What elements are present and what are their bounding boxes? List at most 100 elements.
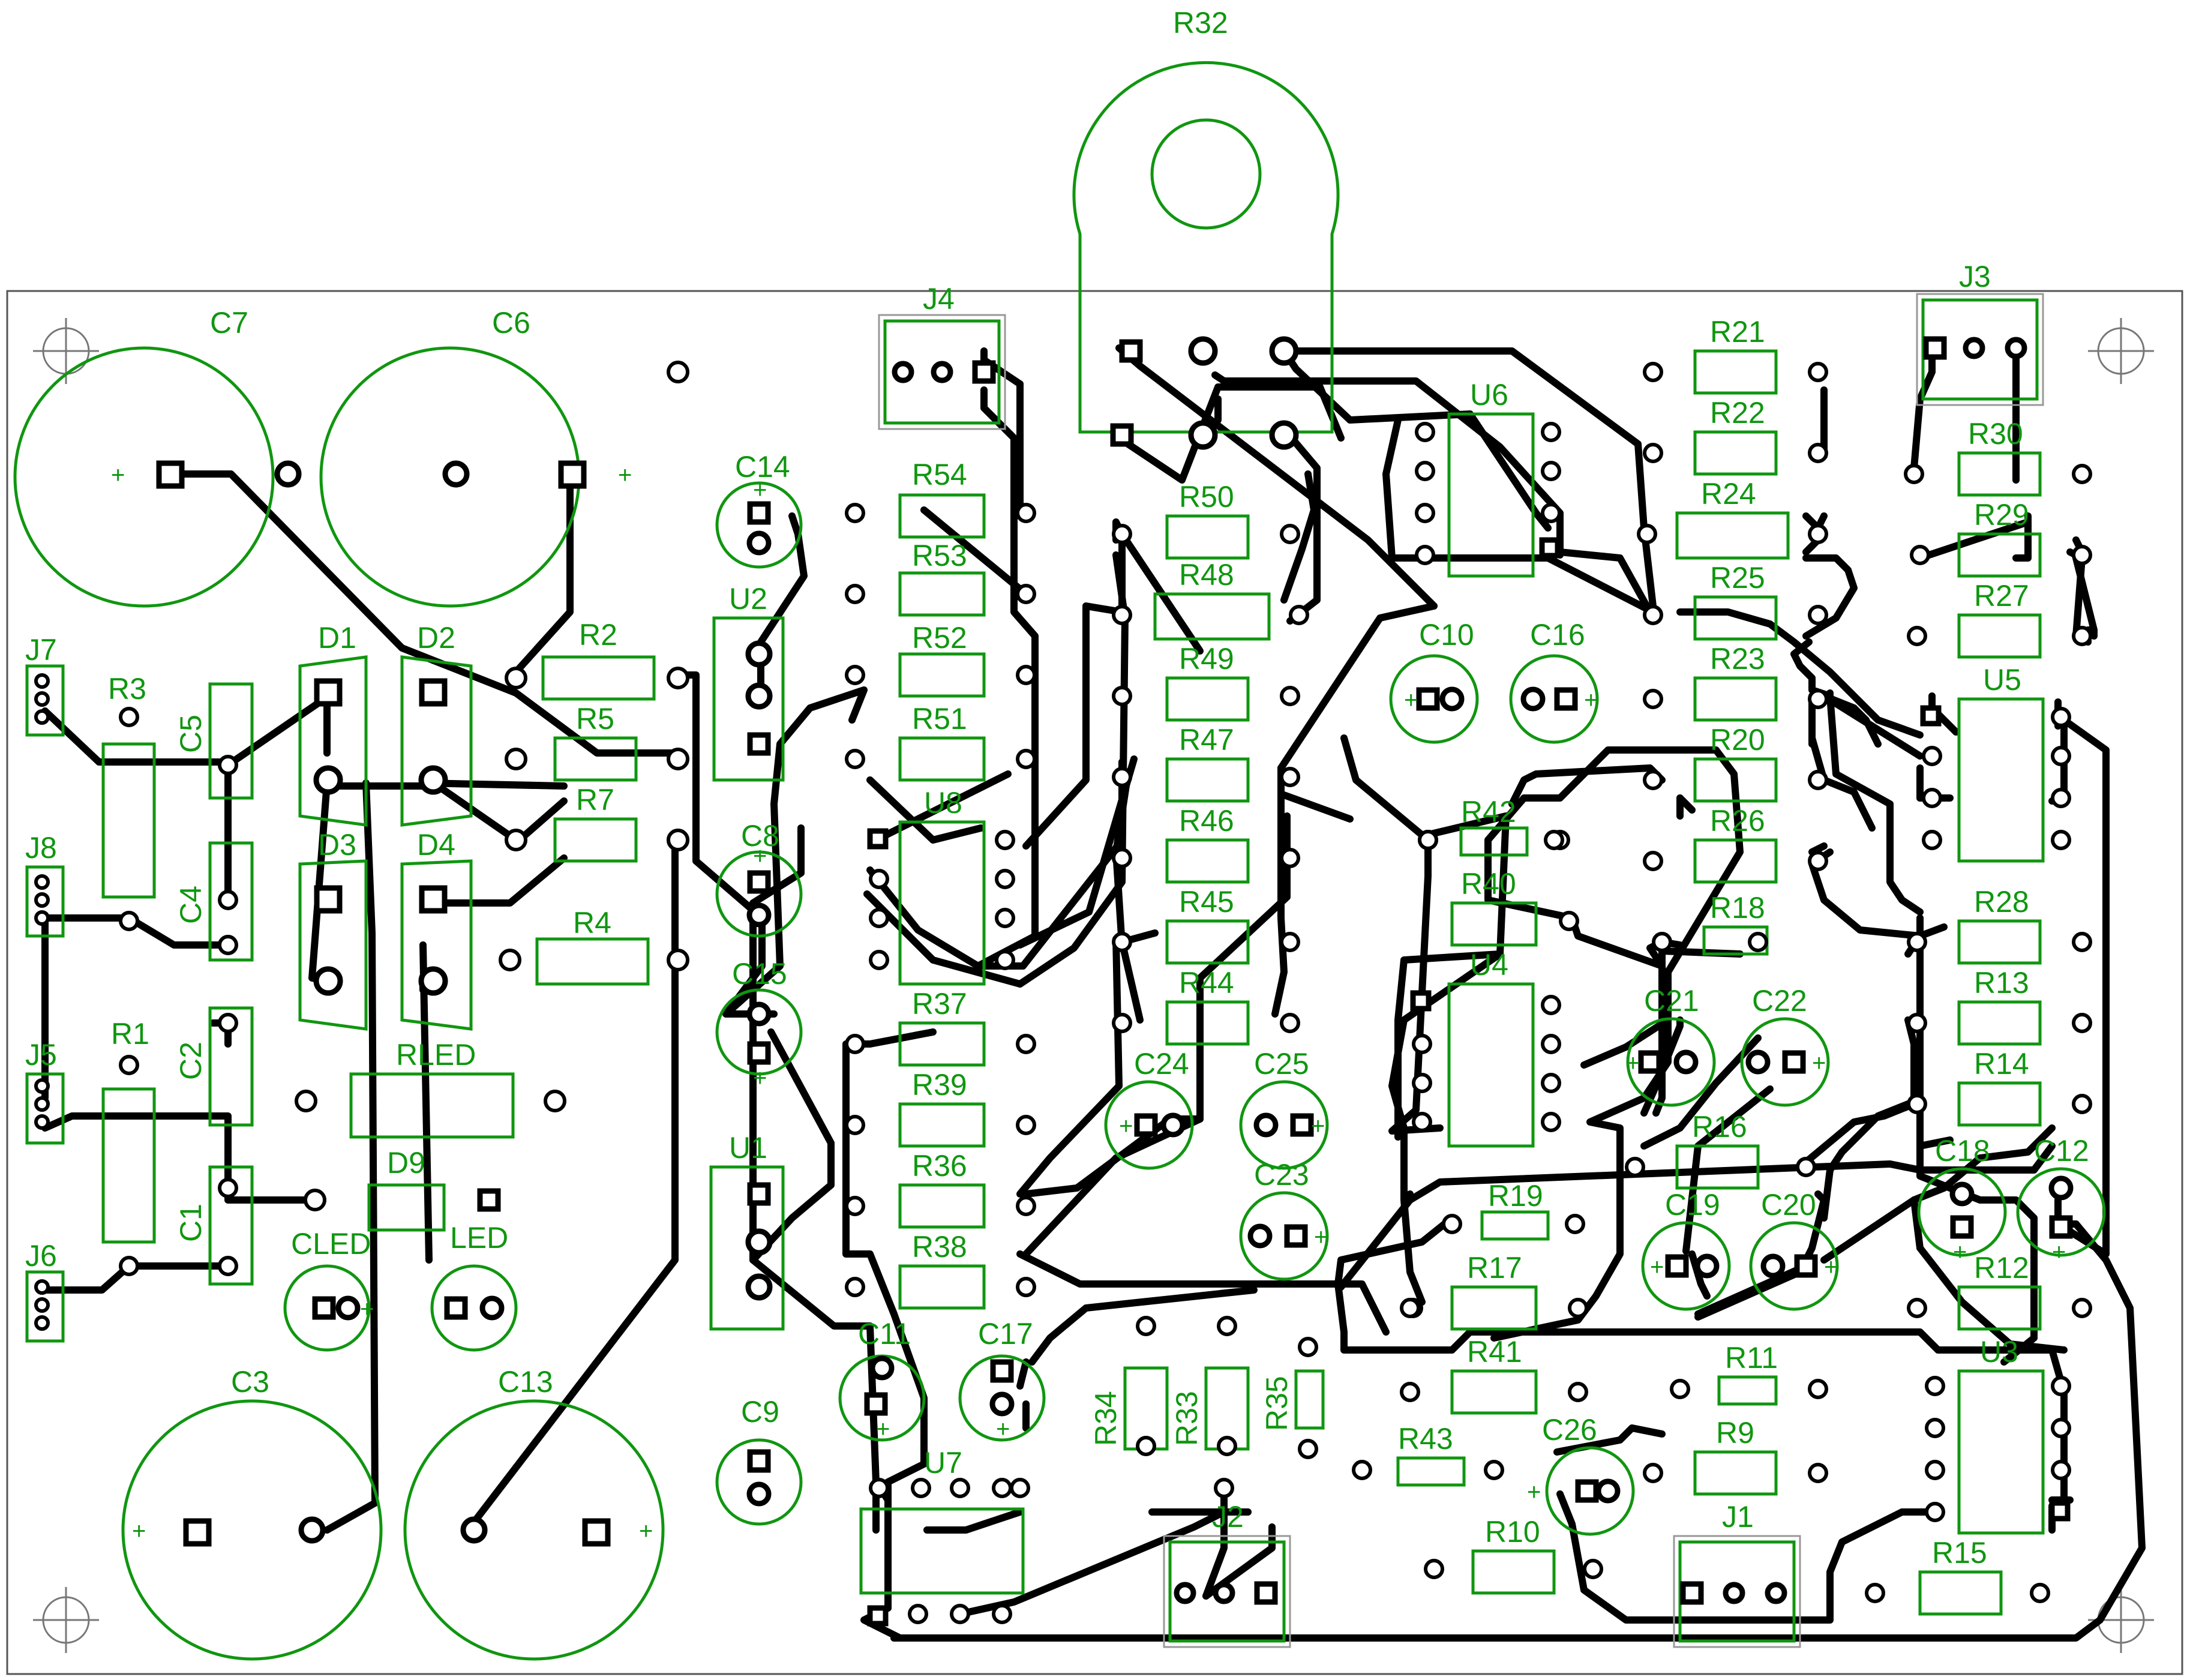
svg-text:+: + <box>1311 1113 1325 1139</box>
label-j7: J7 <box>25 633 57 667</box>
label-r7: R7 <box>576 783 614 817</box>
label-c24: C24 <box>1134 1047 1189 1081</box>
label-r20: R20 <box>1710 723 1765 757</box>
label-r1: R1 <box>111 1017 149 1051</box>
label-d1: D1 <box>318 621 356 655</box>
label-r22: R22 <box>1710 396 1765 430</box>
label-u3: U3 <box>1980 1335 2018 1369</box>
label-r49: R49 <box>1179 642 1234 676</box>
label-d4: D4 <box>417 828 455 862</box>
label-r47: R47 <box>1179 723 1234 757</box>
label-c23: C23 <box>1254 1158 1309 1192</box>
label-r35: R35 <box>1260 1376 1294 1431</box>
svg-text:+: + <box>1953 1239 1967 1265</box>
label-c25: C25 <box>1254 1047 1309 1081</box>
label-r3: R3 <box>108 672 146 706</box>
label-r37: R37 <box>912 987 967 1021</box>
label-d2: D2 <box>417 621 455 655</box>
label-r27: R27 <box>1974 579 2029 613</box>
label-r2: R2 <box>579 618 617 652</box>
label-r15: R15 <box>1932 1536 1987 1570</box>
label-r14: R14 <box>1974 1047 2029 1081</box>
label-cled: CLED <box>291 1227 371 1261</box>
label-c19: C19 <box>1665 1188 1720 1222</box>
svg-text:+: + <box>1812 1050 1826 1076</box>
label-r30: R30 <box>1968 417 2023 451</box>
svg-text:+: + <box>1404 687 1418 713</box>
label-r52: R52 <box>912 621 967 655</box>
label-r42: R42 <box>1461 795 1516 829</box>
label-j3: J3 <box>1959 260 1991 293</box>
label-j6: J6 <box>25 1239 57 1273</box>
reference-designators: R32 J4 J3 J2 J1 J7 J8 J5 J6 C7 C6 C3 C13… <box>25 6 2089 1570</box>
label-r9: R9 <box>1716 1416 1754 1450</box>
label-r17: R17 <box>1467 1251 1522 1285</box>
label-c10: C10 <box>1419 618 1474 652</box>
label-led: LED <box>450 1221 508 1255</box>
label-u1: U1 <box>729 1131 767 1165</box>
label-r11: R11 <box>1725 1341 1778 1375</box>
board-outline <box>6 290 2183 1675</box>
label-c11: C11 <box>858 1317 911 1351</box>
label-j1: J1 <box>1722 1500 1754 1534</box>
label-c2: C2 <box>174 1042 208 1080</box>
label-d3: D3 <box>318 828 356 862</box>
svg-text:+: + <box>753 1065 767 1091</box>
label-c1: C1 <box>174 1204 208 1242</box>
label-u8: U8 <box>924 786 962 820</box>
label-c17: C17 <box>978 1317 1033 1351</box>
svg-text:+: + <box>2052 1239 2066 1265</box>
label-r28: R28 <box>1974 885 2029 919</box>
svg-text:+: + <box>132 1518 146 1544</box>
label-r46: R46 <box>1179 804 1234 838</box>
label-r39: R39 <box>912 1068 967 1102</box>
label-c26: C26 <box>1542 1413 1597 1447</box>
polarity-marks: + + + + + + + + + + + + + + + + + + + + … <box>111 462 2066 1544</box>
svg-text:+: + <box>111 462 125 488</box>
silkscreen-bodies <box>13 346 2106 1661</box>
label-c6: C6 <box>492 306 530 340</box>
label-j4: J4 <box>923 282 955 316</box>
label-c9: C9 <box>741 1395 779 1429</box>
label-r4: R4 <box>573 906 611 940</box>
svg-text:+: + <box>1626 1050 1640 1076</box>
registration-marks <box>33 318 2154 1653</box>
label-r32: R32 <box>1173 6 1228 40</box>
label-c5: C5 <box>174 715 208 753</box>
label-r18: R18 <box>1710 891 1765 925</box>
svg-text:+: + <box>996 1416 1010 1442</box>
label-r36: R36 <box>912 1149 967 1183</box>
label-r48: R48 <box>1179 558 1234 592</box>
svg-text:+: + <box>1314 1224 1328 1250</box>
label-c16: C16 <box>1530 618 1585 652</box>
label-r45: R45 <box>1179 885 1234 919</box>
svg-text:+: + <box>753 477 767 503</box>
label-u7: U7 <box>924 1446 962 1480</box>
label-j8: J8 <box>25 831 57 865</box>
label-r38: R38 <box>912 1230 967 1264</box>
label-c8: C8 <box>741 819 779 853</box>
label-r10: R10 <box>1485 1515 1540 1549</box>
label-r19: R19 <box>1488 1179 1543 1213</box>
pads <box>156 336 2074 1627</box>
label-c7: C7 <box>210 306 248 340</box>
svg-text:+: + <box>1824 1254 1838 1280</box>
label-r23: R23 <box>1710 642 1765 676</box>
label-c18: C18 <box>1935 1134 1990 1168</box>
svg-text:+: + <box>753 843 767 869</box>
small-pads <box>34 361 2092 1624</box>
svg-text:+: + <box>1650 1254 1664 1280</box>
connector-housings <box>878 293 2044 1648</box>
label-j5: J5 <box>25 1038 57 1072</box>
label-r21: R21 <box>1710 315 1765 349</box>
label-u5: U5 <box>1983 663 2021 697</box>
label-c13: C13 <box>498 1365 553 1399</box>
label-r41: R41 <box>1467 1335 1522 1369</box>
label-r34: R34 <box>1089 1391 1123 1446</box>
svg-text:+: + <box>1527 1479 1541 1505</box>
svg-text:+: + <box>360 1296 374 1322</box>
label-r40: R40 <box>1461 867 1516 901</box>
label-r54: R54 <box>912 458 967 491</box>
label-u2: U2 <box>729 582 767 616</box>
label-r51: R51 <box>912 702 967 736</box>
